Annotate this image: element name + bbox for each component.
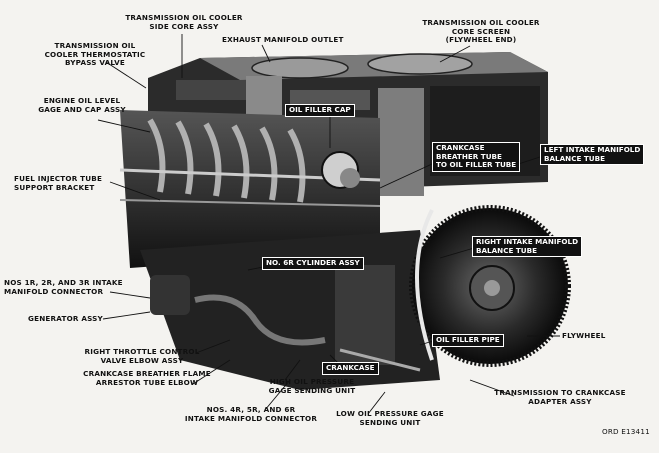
- label-trans-to-crankcase: TRANSMISSION TO CRANKCASE ADAPTER ASSY: [494, 388, 626, 406]
- label-fuel-injector-tube: FUEL INJECTOR TUBE SUPPORT BRACKET: [14, 174, 103, 192]
- label-no-6r-cylinder: NO. 6R CYLINDER ASSY: [262, 257, 364, 270]
- crankcase-block: [140, 230, 440, 390]
- label-engine-oil-level-gage: ENGINE OIL LEVEL GAGE AND CAP ASSY: [38, 96, 126, 114]
- label-trans-cooler-side-core: TRANSMISSION OIL COOLER SIDE CORE ASSY: [125, 13, 243, 31]
- label-nos-4r-5r-6r: NOS. 4R, 5R, AND 6R INTAKE MANIFOLD CONN…: [184, 405, 318, 423]
- label-right-throttle-control: RIGHT THROTTLE CONTROL VALVE ELBOW ASSY: [84, 347, 200, 365]
- label-high-oil-pressure: HIGH OIL PRESSURE GAGE SENDING UNIT: [268, 377, 356, 395]
- label-oil-filler-cap: OIL FILLER CAP: [285, 104, 355, 117]
- label-flywheel: FLYWHEEL: [562, 331, 606, 340]
- label-crankcase: CRANKCASE: [322, 362, 379, 375]
- label-exhaust-manifold-outlet: EXHAUST MANIFOLD OUTLET: [222, 35, 344, 44]
- label-trans-cooler-core-screen: TRANSMISSION OIL COOLER CORE SCREEN (FLY…: [422, 18, 540, 45]
- label-right-intake-manifold: RIGHT INTAKE MANIFOLD BALANCE TUBE: [472, 236, 583, 258]
- label-generator-assy: GENERATOR ASSY: [28, 314, 103, 323]
- label-oil-filler-pipe: OIL FILLER PIPE: [432, 334, 504, 347]
- label-ord-number: ORD E13411: [602, 427, 650, 436]
- label-low-oil-pressure: LOW OIL PRESSURE GAGE SENDING UNIT: [336, 409, 444, 427]
- label-trans-oil-cooler-bypass: TRANSMISSION OIL COOLER THERMOSTATIC BYP…: [44, 41, 146, 68]
- label-nos-intake-connector: NOS 1R, 2R, AND 3R INTAKE MANIFOLD CONNE…: [4, 278, 123, 296]
- label-left-intake-manifold: LEFT INTAKE MANIFOLD BALANCE TUBE: [540, 144, 645, 166]
- label-crankcase-breather-tube: CRANKCASE BREATHER TUBE TO OIL FILLER TU…: [432, 142, 521, 172]
- cylinder-bank: [119, 110, 381, 268]
- label-crankcase-breather-flame: CRANKCASE BREATHER FLAME ARRESTOR TUBE E…: [83, 369, 211, 387]
